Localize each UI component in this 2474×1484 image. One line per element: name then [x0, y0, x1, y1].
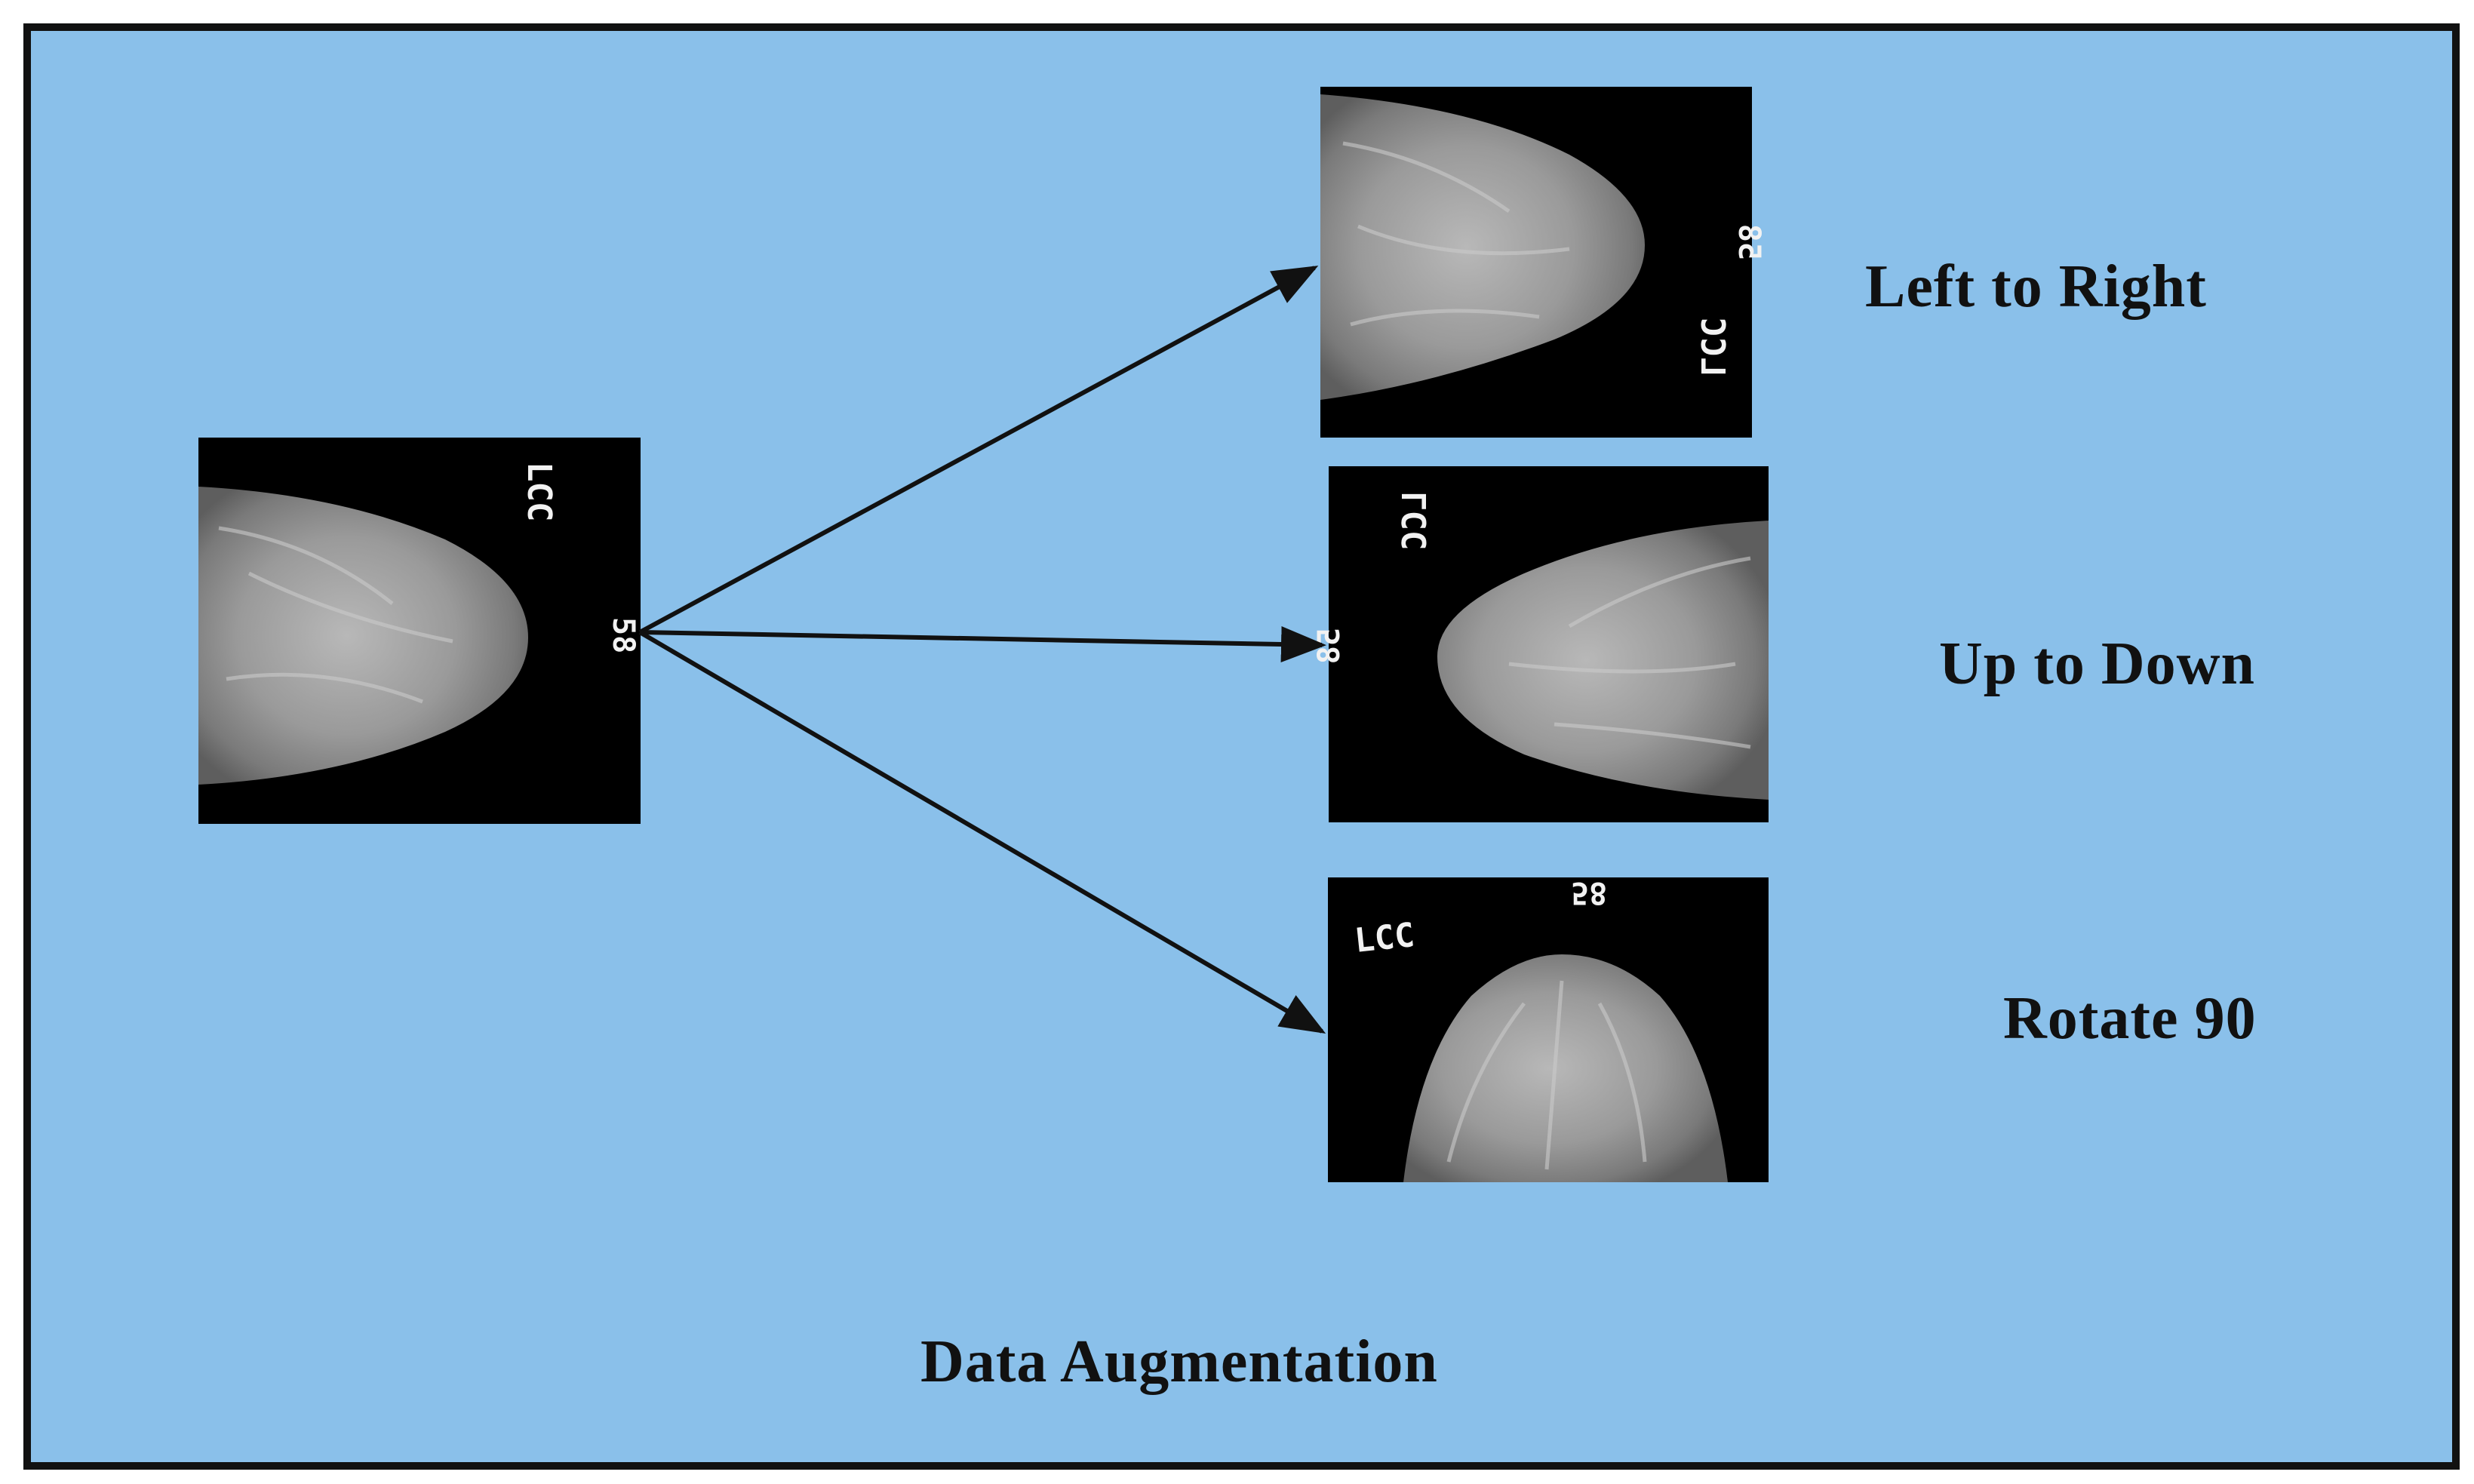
output-3-laterality-marker: LCC [1353, 916, 1416, 960]
output-2-laterality-marker: LCC [1396, 490, 1434, 550]
arrow-to-up-to-down [639, 625, 1326, 662]
diagram-title: Data Augmentation [920, 1329, 1438, 1395]
label-left-to-right: Left to Right [1865, 253, 2207, 320]
arrow-to-rotate-90 [638, 630, 1326, 1034]
source-mammogram: LCC 58 [198, 438, 641, 824]
arrow-to-left-to-right [638, 266, 1319, 634]
output-1-id-marker: 58 [1732, 224, 1766, 260]
output-image-left-to-right: LCC 58 [1320, 87, 1766, 438]
output-3-id-marker: 58 [1571, 875, 1607, 910]
label-rotate-90: Rotate 90 [2003, 985, 2257, 1052]
output-image-rotate-90: LCC 58 [1328, 875, 1769, 1182]
label-up-to-down: Up to Down [1939, 631, 2255, 697]
source-laterality-marker: LCC [520, 462, 558, 521]
source-id-marker: 58 [606, 617, 641, 653]
output-image-up-to-down: LCC 58 [1312, 466, 1769, 822]
output-1-laterality-marker: LCC [1693, 318, 1732, 377]
